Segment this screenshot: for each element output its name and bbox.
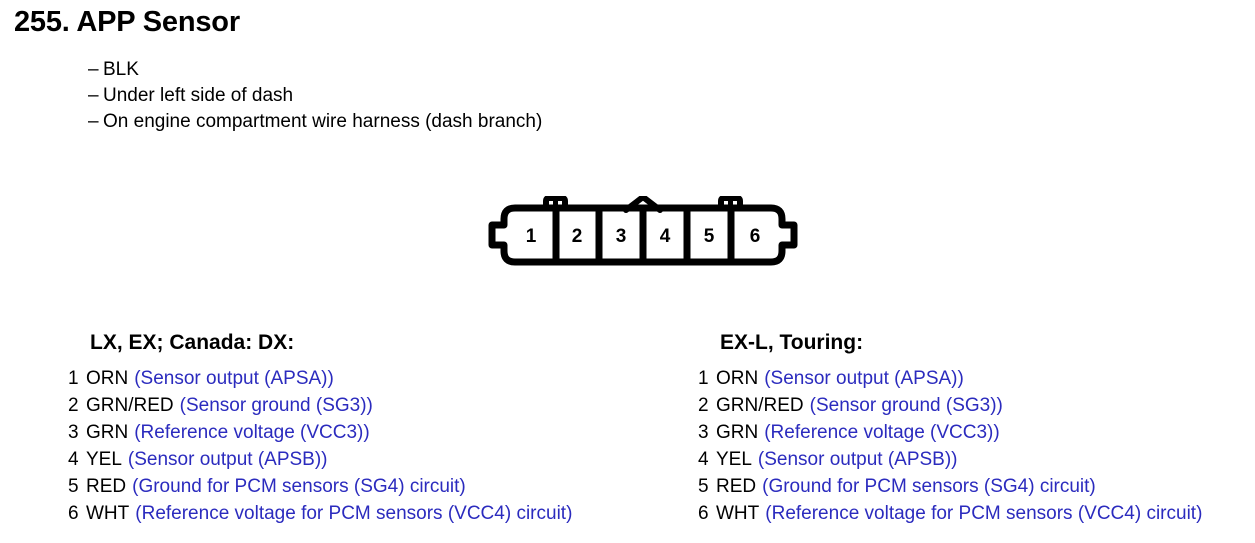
pin-row: 1 ORN (Sensor output (APSA)) xyxy=(68,365,572,392)
note-item: – BLK xyxy=(88,57,542,83)
pin-index: 2 xyxy=(68,395,79,416)
pin-index: 4 xyxy=(68,449,79,470)
column-heading-right: EX-L, Touring: xyxy=(720,331,864,354)
connector-diagram: 1 2 3 4 5 6 xyxy=(486,196,800,274)
pin-index: 6 xyxy=(68,503,79,524)
pin-wire-color: GRN xyxy=(86,422,129,443)
pin-index: 4 xyxy=(698,449,709,470)
pin-wire-color: GRN/RED xyxy=(716,395,804,416)
connector-pin-3: 3 xyxy=(616,226,627,247)
pin-row: 2 GRN/RED (Sensor ground (SG3)) xyxy=(698,392,1202,419)
pin-description: (Sensor ground (SG3)) xyxy=(809,395,1003,416)
pin-row: 2 GRN/RED (Sensor ground (SG3)) xyxy=(68,392,572,419)
pin-list-left: LX, EX; Canada: DX: 1 ORN (Sensor output… xyxy=(68,331,572,527)
column-heading-left: LX, EX; Canada: DX: xyxy=(90,331,295,354)
page-title: 255. APP Sensor xyxy=(14,6,240,38)
pin-row: 5 RED (Ground for PCM sensors (SG4) circ… xyxy=(68,473,572,500)
pin-index: 3 xyxy=(698,422,709,443)
pin-row: 3 GRN (Reference voltage (VCC3)) xyxy=(68,419,572,446)
pin-wire-color: GRN xyxy=(716,422,759,443)
note-item: – On engine compartment wire harness (da… xyxy=(88,109,542,135)
pin-index: 1 xyxy=(68,368,79,389)
pin-description: (Sensor ground (SG3)) xyxy=(179,395,373,416)
notes-list: – BLK – Under left side of dash – On eng… xyxy=(88,57,542,135)
latch-tab-left xyxy=(543,196,568,210)
pin-description: (Sensor output (APSB)) xyxy=(757,449,958,470)
pin-description: (Reference voltage for PCM sensors (VCC4… xyxy=(765,503,1203,524)
pin-index: 5 xyxy=(68,476,79,497)
pin-wire-color: WHT xyxy=(716,503,760,524)
pin-wire-color: YEL xyxy=(716,449,752,470)
dash-icon: – xyxy=(88,111,99,132)
note-item: – Under left side of dash xyxy=(88,83,542,109)
pin-description: (Sensor output (APSB)) xyxy=(127,449,328,470)
pin-index: 5 xyxy=(698,476,709,497)
dash-icon: – xyxy=(88,59,99,80)
pin-row: 6 WHT (Reference voltage for PCM sensors… xyxy=(68,500,572,527)
pin-index: 2 xyxy=(698,395,709,416)
pin-wire-color: GRN/RED xyxy=(86,395,174,416)
pin-description: (Reference voltage (VCC3)) xyxy=(134,422,370,443)
pin-description: (Sensor output (APSA)) xyxy=(134,368,334,389)
pin-wire-color: WHT xyxy=(86,503,130,524)
latch-tab-right xyxy=(718,196,743,210)
pin-wire-color: ORN xyxy=(86,368,129,389)
pin-description: (Reference voltage (VCC3)) xyxy=(764,422,1000,443)
pin-row: 6 WHT (Reference voltage for PCM sensors… xyxy=(698,500,1202,527)
pin-row: 4 YEL (Sensor output (APSB)) xyxy=(68,446,572,473)
pin-index: 1 xyxy=(698,368,709,389)
connector-shell xyxy=(488,204,798,266)
note-text: Under left side of dash xyxy=(103,85,294,106)
pin-row: 3 GRN (Reference voltage (VCC3)) xyxy=(698,419,1202,446)
connector-pin-5: 5 xyxy=(704,226,715,247)
pin-wire-color: ORN xyxy=(716,368,759,389)
pin-wire-color: YEL xyxy=(86,449,122,470)
pin-wire-color: RED xyxy=(86,476,127,497)
dash-icon: – xyxy=(88,85,99,106)
pin-index: 3 xyxy=(68,422,79,443)
pin-description: (Ground for PCM sensors (SG4) circuit) xyxy=(132,476,466,497)
pin-description: (Ground for PCM sensors (SG4) circuit) xyxy=(762,476,1096,497)
note-text: On engine compartment wire harness (dash… xyxy=(103,111,543,132)
connector-pin-2: 2 xyxy=(572,226,583,247)
pin-row: 4 YEL (Sensor output (APSB)) xyxy=(698,446,1202,473)
center-peak-icon xyxy=(623,196,663,213)
pin-description: (Reference voltage for PCM sensors (VCC4… xyxy=(135,503,573,524)
cell-dividers xyxy=(552,211,735,259)
pin-list-right: EX-L, Touring: 1 ORN (Sensor output (APS… xyxy=(698,331,1202,527)
connector-pin-1: 1 xyxy=(526,226,537,247)
note-text: BLK xyxy=(103,59,139,80)
pin-index: 6 xyxy=(698,503,709,524)
pin-description: (Sensor output (APSA)) xyxy=(764,368,964,389)
pin-row: 5 RED (Ground for PCM sensors (SG4) circ… xyxy=(698,473,1202,500)
connector-pin-4: 4 xyxy=(660,226,671,247)
pin-wire-color: RED xyxy=(716,476,757,497)
connector-pin-6: 6 xyxy=(750,226,761,247)
pin-row: 1 ORN (Sensor output (APSA)) xyxy=(698,365,1202,392)
